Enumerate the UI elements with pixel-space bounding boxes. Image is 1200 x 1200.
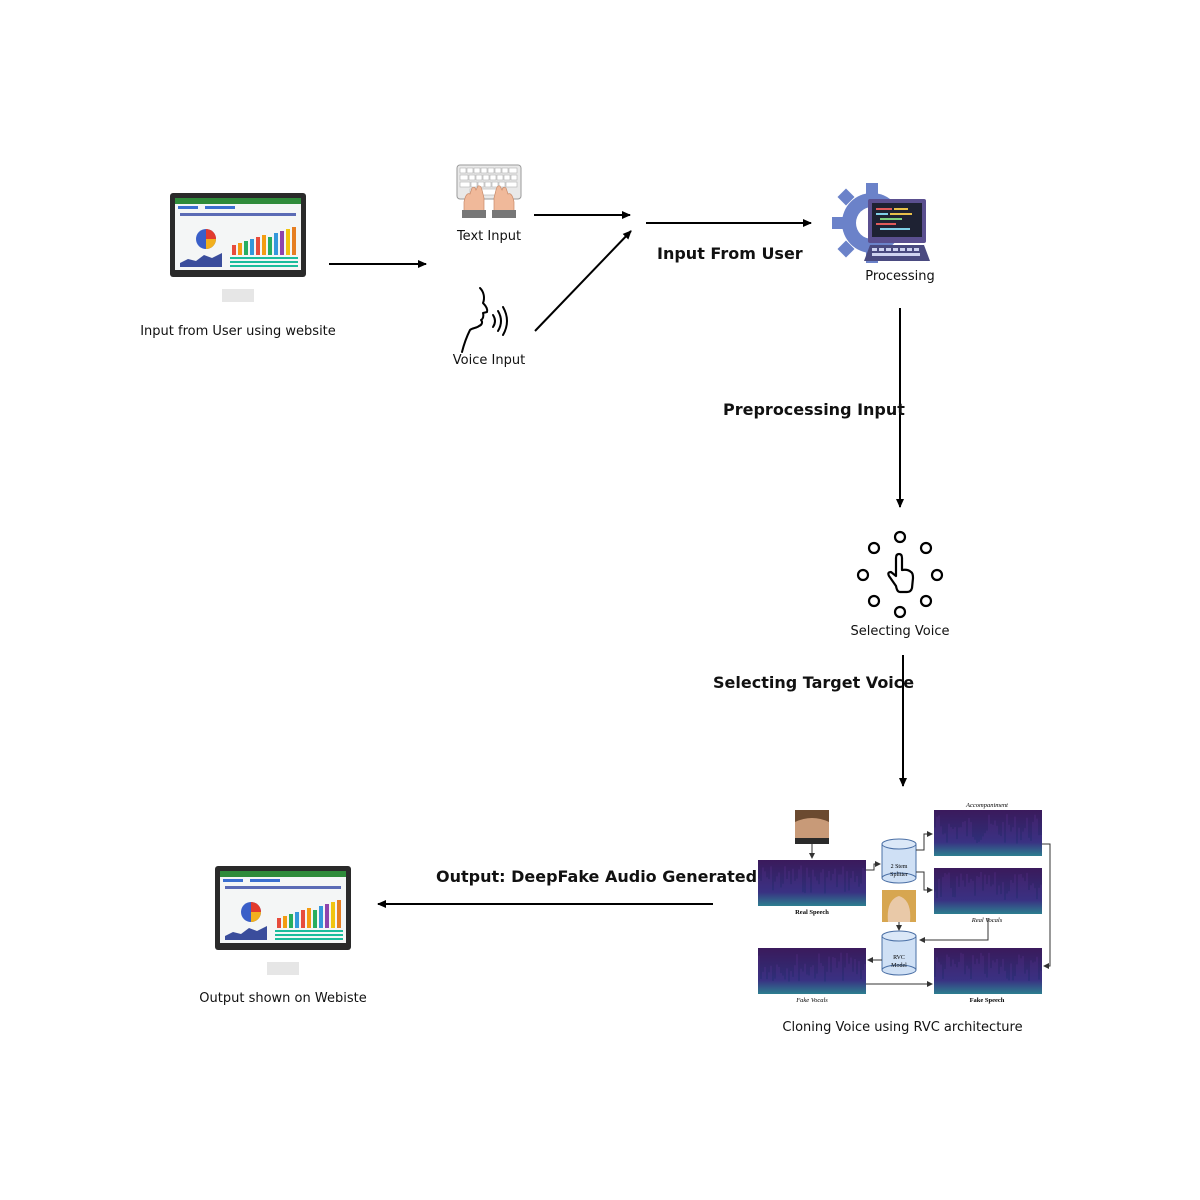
- target-face-image: [882, 890, 916, 922]
- accompaniment-label: Accompaniment: [965, 802, 1008, 809]
- selecting-voice-caption: Selecting Voice: [850, 624, 950, 639]
- fake-speech-label: Fake Speech: [970, 997, 1005, 1004]
- rvc-architecture-diagram: Real Speech 2 Stem Splitter Accompanimen…: [758, 802, 1051, 1004]
- selecting-target-voice-label: Selecting Target Voice: [713, 673, 915, 692]
- output-generated-label: Output: DeepFake Audio Generated: [436, 867, 758, 886]
- fake-vocals-label: Fake Vocals: [795, 997, 828, 1004]
- rvc-cloning-caption: Cloning Voice using RVC architecture: [782, 1020, 1023, 1035]
- website-monitor-icon: [170, 193, 306, 309]
- fake-vocals-spectrogram: [758, 948, 866, 994]
- accompaniment-spectrogram: [934, 810, 1042, 856]
- input-from-user-label: Input From User: [657, 244, 803, 263]
- real-speech-label: Real Speech: [795, 909, 829, 916]
- source-face-image: [795, 810, 829, 844]
- website-input-caption: Input from User using website: [140, 324, 336, 339]
- real-vocals-label: Real Vocals: [971, 917, 1003, 924]
- stem-splitter-line2: Splitter: [890, 872, 908, 878]
- output-shown-caption: Output shown on Webiste: [199, 991, 367, 1006]
- rvc-model-line1: RVC: [893, 955, 905, 961]
- speaking-head-icon: [460, 286, 510, 358]
- output-monitor-icon: [215, 866, 351, 982]
- keyboard-icon: [456, 164, 522, 222]
- gear-computer-icon: [832, 181, 932, 269]
- preprocessing-input-label: Preprocessing Input: [723, 400, 905, 419]
- arrow-voice-to-merge: [534, 230, 632, 332]
- real-speech-spectrogram: [758, 860, 866, 906]
- processing-caption: Processing: [865, 269, 935, 284]
- text-input-caption: Text Input: [456, 229, 522, 244]
- tap-selection-icon: [855, 530, 947, 626]
- fake-speech-spectrogram: [934, 948, 1042, 994]
- stem-splitter-line1: 2 Stem: [891, 864, 908, 870]
- rvc-model-line2: Model: [891, 963, 907, 969]
- rvc-model-cylinder: RVC Model: [881, 930, 917, 976]
- real-vocals-spectrogram: [934, 868, 1042, 914]
- stem-splitter-cylinder: 2 Stem Splitter: [881, 838, 917, 884]
- voice-input-caption: Voice Input: [452, 353, 526, 368]
